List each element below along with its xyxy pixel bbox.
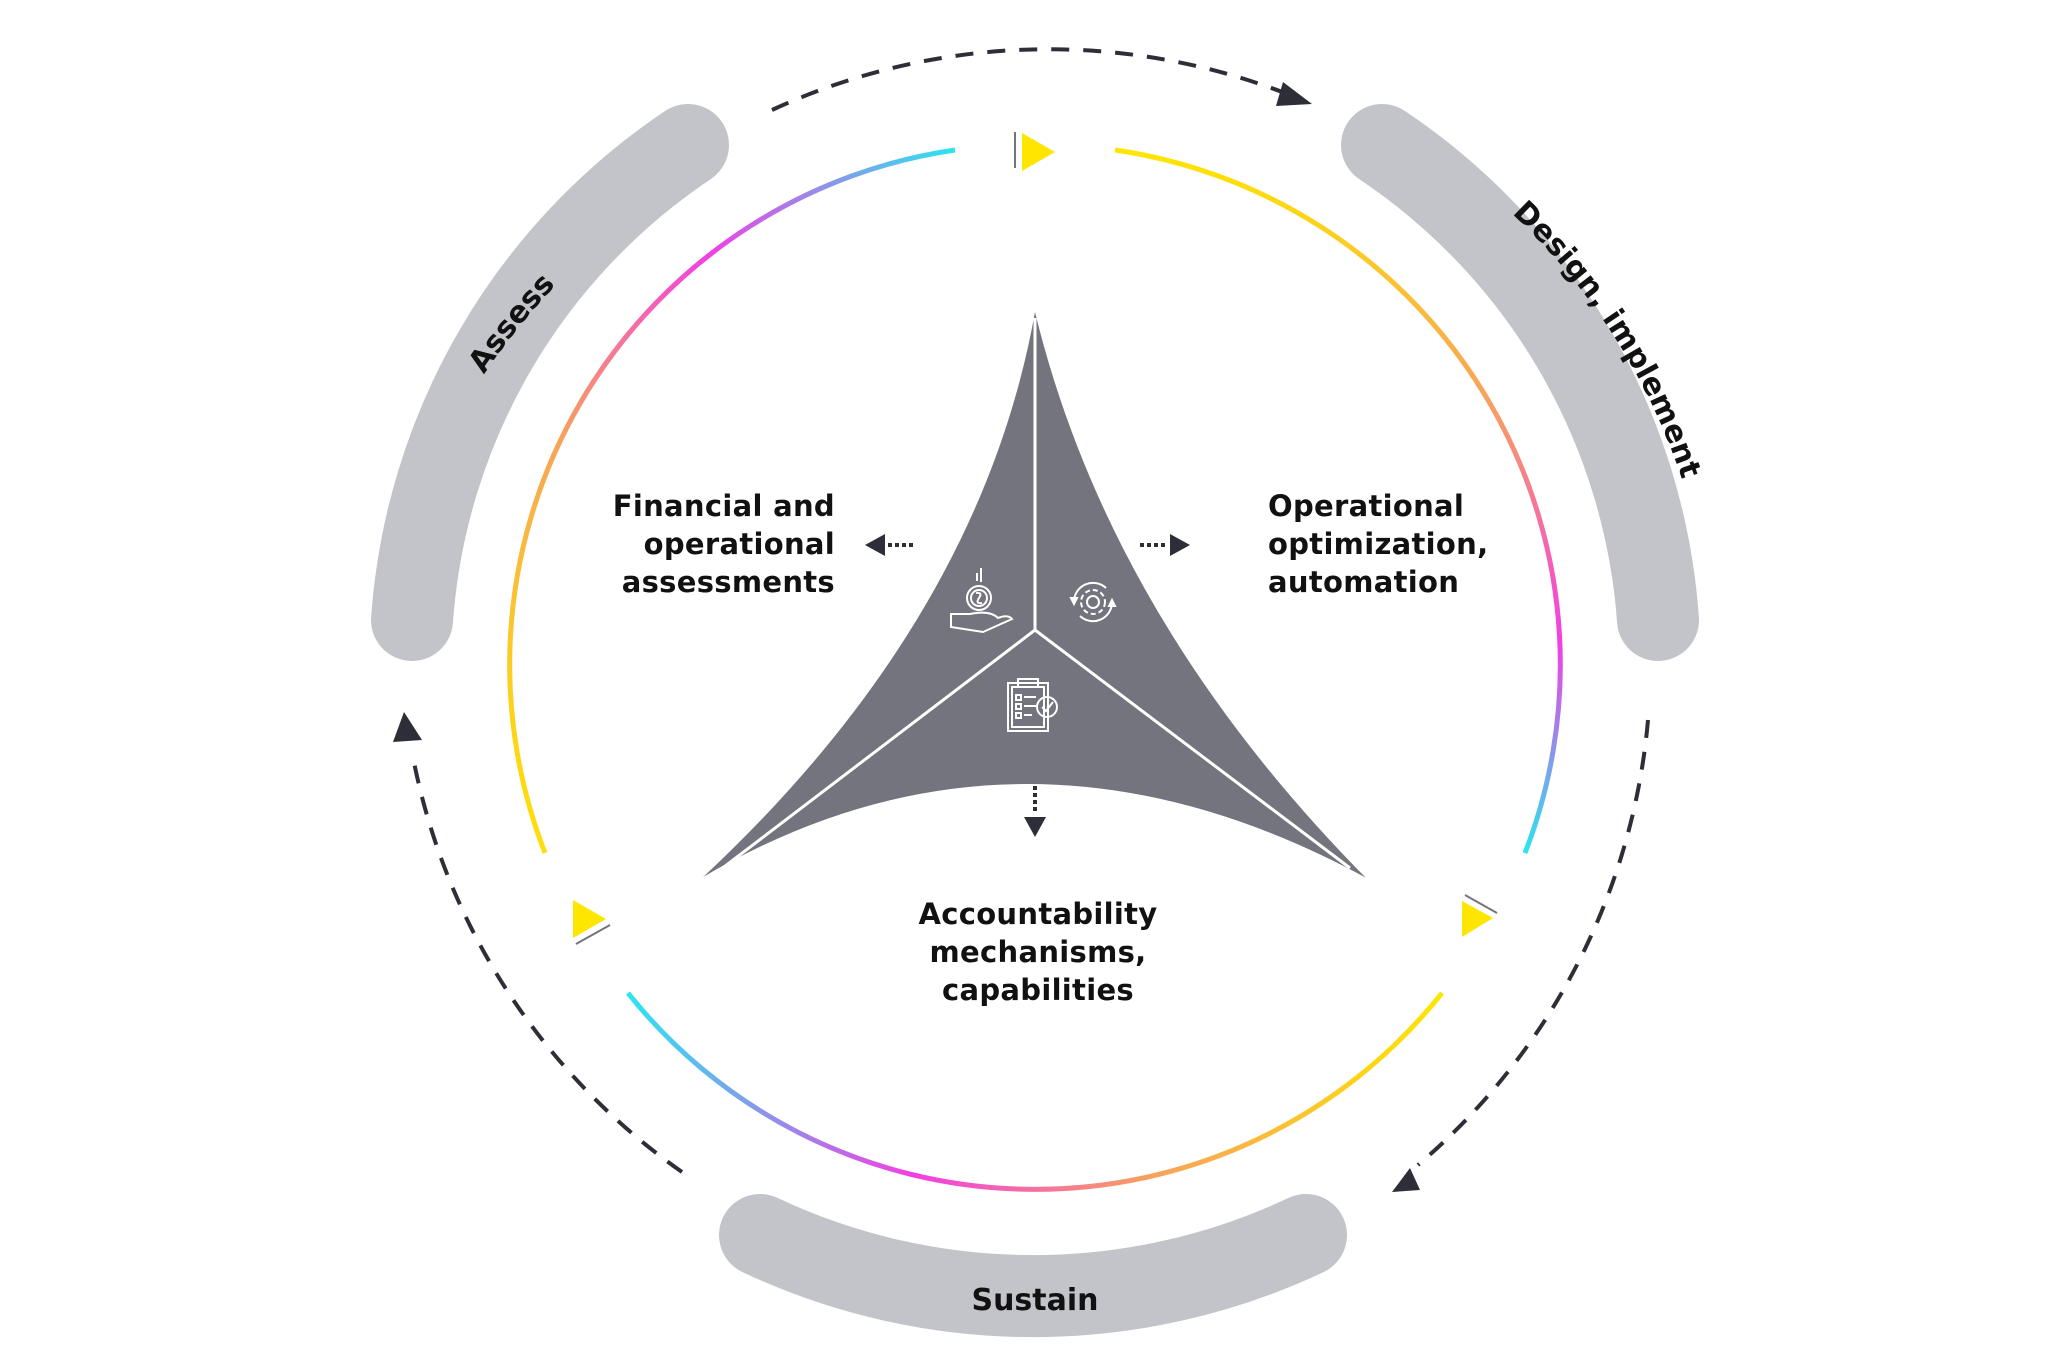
pillar-label-operational: Operational optimization, automation	[1268, 487, 1488, 601]
pillar-label-line: operational	[643, 527, 835, 561]
pointer-down	[1024, 786, 1046, 837]
sustain-band[interactable]	[719, 1194, 1347, 1338]
phase-label-sustain: Sustain	[971, 1283, 1098, 1318]
play-marker-icon	[1022, 133, 1055, 171]
hand-coin-icon	[950, 568, 1014, 634]
pointer-left	[865, 534, 915, 556]
pillar-label-line: optimization,	[1268, 527, 1489, 561]
pillar-label-line: Financial and	[612, 489, 835, 523]
pillar-label-accountability: Accountability mechanisms, capabilities	[838, 895, 1238, 1009]
design-band[interactable]	[1341, 104, 1699, 661]
arrowhead-down-small-icon	[1024, 817, 1046, 837]
pillar-label-line: Accountability	[918, 897, 1158, 931]
dashed-arrow-left	[410, 751, 684, 1174]
clipboard-check-icon	[1007, 678, 1058, 732]
marker-left	[573, 900, 611, 945]
marker-right	[1462, 894, 1498, 937]
ring-segment-top	[507, 147, 956, 854]
arrowhead-left-small-icon	[865, 534, 885, 556]
arrowhead-right-small-icon	[1170, 534, 1190, 556]
arrowhead-right-icon	[1392, 1168, 1420, 1192]
pillar-label-line: Operational	[1268, 489, 1465, 523]
pillar-label-line: capabilities	[941, 973, 1134, 1007]
divider-left	[719, 628, 1036, 872]
pillar-label-line: automation	[1268, 565, 1460, 599]
pillar-label-line: assessments	[621, 565, 835, 599]
arrowhead-top-icon	[1276, 82, 1312, 106]
ring-segment-right	[1114, 147, 1563, 854]
pointer-right	[1140, 534, 1190, 556]
dashed-arrow-top	[771, 47, 1291, 112]
dashed-arrow-right	[1416, 719, 1650, 1167]
divider-right	[1034, 628, 1351, 870]
arrowhead-left-icon	[393, 712, 422, 742]
marker-top	[1014, 132, 1055, 171]
pillar-label-financial: Financial and operational assessments	[613, 487, 835, 601]
play-marker-icon	[573, 900, 606, 938]
ring-segment-bottom	[626, 991, 1444, 1192]
assess-band[interactable]	[371, 104, 729, 661]
pillar-label-line: mechanisms,	[929, 935, 1147, 969]
gear-cycle-icon	[1069, 581, 1117, 623]
play-marker-icon	[1462, 901, 1493, 937]
core-bottom-edge	[699, 784, 1369, 881]
